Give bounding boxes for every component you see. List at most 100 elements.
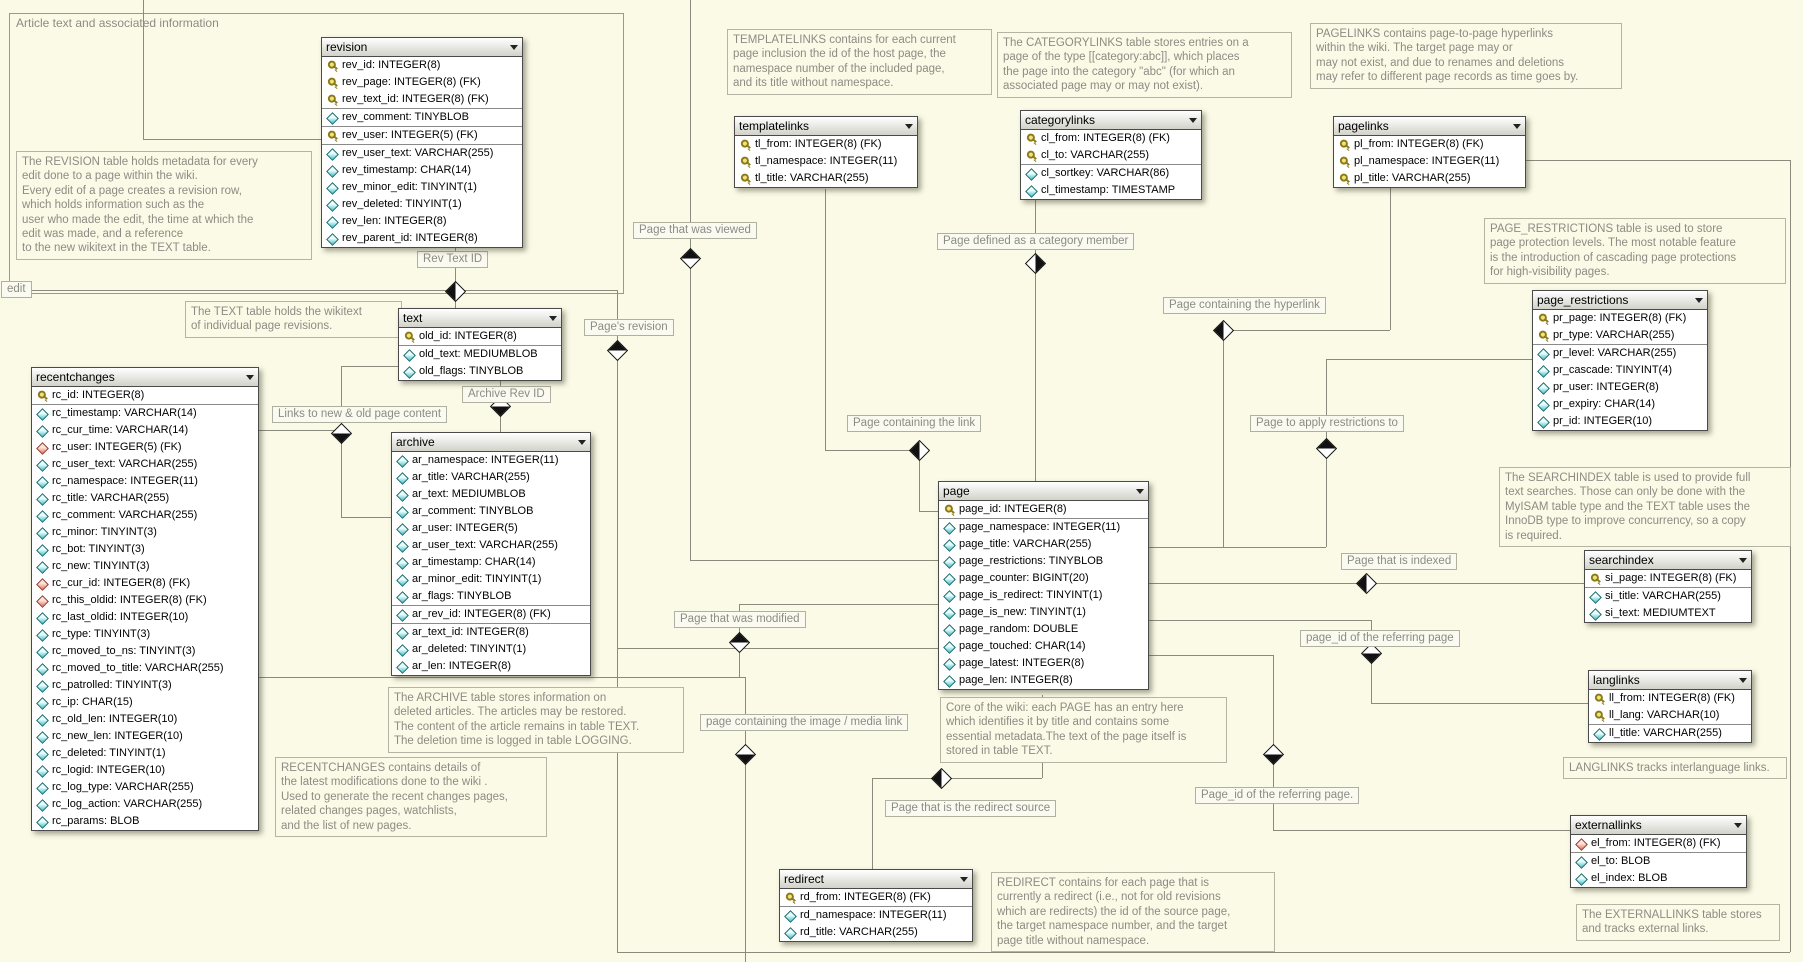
page-field-row[interactable]: page_restrictions: TINYBLOB: [939, 553, 1148, 570]
table-dropdown-icon[interactable]: [960, 876, 968, 882]
recentchanges-field-row[interactable]: rc_timestamp: VARCHAR(14): [32, 404, 258, 422]
page-field-row[interactable]: page_namespace: INTEGER(11): [939, 518, 1148, 536]
categorylinks-field-row[interactable]: cl_from: INTEGER(8) (FK): [1021, 130, 1201, 147]
archive-table-header[interactable]: archive: [392, 433, 590, 452]
recentchanges-field-row[interactable]: rc_minor: TINYINT(3): [32, 524, 258, 541]
page_restrictions-field-row[interactable]: pr_type: VARCHAR(255): [1533, 327, 1707, 344]
archive-field-row[interactable]: ar_minor_edit: TINYINT(1): [392, 571, 590, 588]
categorylinks-field-row[interactable]: cl_to: VARCHAR(255): [1021, 147, 1201, 164]
text-field-row[interactable]: old_flags: TINYBLOB: [399, 363, 561, 380]
recentchanges-field-row[interactable]: rc_patrolled: TINYINT(3): [32, 677, 258, 694]
langlinks-field-row[interactable]: ll_lang: VARCHAR(10): [1589, 707, 1751, 724]
table-dropdown-icon[interactable]: [1513, 123, 1521, 129]
templatelinks-table-header[interactable]: templatelinks: [735, 117, 917, 136]
recentchanges-table-header[interactable]: recentchanges: [32, 368, 258, 387]
templatelinks-field-row[interactable]: tl_from: INTEGER(8) (FK): [735, 136, 917, 153]
table-dropdown-icon[interactable]: [905, 123, 913, 129]
revision-field-row[interactable]: rev_comment: TINYBLOB: [322, 108, 522, 126]
table-dropdown-icon[interactable]: [1136, 488, 1144, 494]
page-field-row[interactable]: page_is_new: TINYINT(1): [939, 604, 1148, 621]
pagelinks-table-header[interactable]: pagelinks: [1334, 117, 1525, 136]
page-field-row[interactable]: page_is_redirect: TINYINT(1): [939, 587, 1148, 604]
redirect-field-row[interactable]: rd_from: INTEGER(8) (FK): [780, 889, 972, 906]
text-field-row[interactable]: old_text: MEDIUMBLOB: [399, 345, 561, 363]
page_restrictions-field-row[interactable]: pr_level: VARCHAR(255): [1533, 344, 1707, 362]
recentchanges-field-row[interactable]: rc_id: INTEGER(8): [32, 387, 258, 404]
page_restrictions-field-row[interactable]: pr_expiry: CHAR(14): [1533, 396, 1707, 413]
recentchanges-field-row[interactable]: rc_this_oldid: INTEGER(8) (FK): [32, 592, 258, 609]
archive-field-row[interactable]: ar_comment: TINYBLOB: [392, 503, 590, 520]
table-dropdown-icon[interactable]: [246, 374, 254, 380]
recentchanges-field-row[interactable]: rc_ip: CHAR(15): [32, 694, 258, 711]
page_restrictions-table-header[interactable]: page_restrictions: [1533, 291, 1707, 310]
page_restrictions-field-row[interactable]: pr_id: INTEGER(10): [1533, 413, 1707, 430]
revision-field-row[interactable]: rev_deleted: TINYINT(1): [322, 196, 522, 213]
revision-field-row[interactable]: rev_text_id: INTEGER(8) (FK): [322, 91, 522, 108]
revision-field-row[interactable]: rev_id: INTEGER(8): [322, 57, 522, 74]
recentchanges-field-row[interactable]: rc_log_type: VARCHAR(255): [32, 779, 258, 796]
text-field-row[interactable]: old_id: INTEGER(8): [399, 328, 561, 345]
revision-field-row[interactable]: rev_parent_id: INTEGER(8): [322, 230, 522, 247]
table-dropdown-icon[interactable]: [1739, 677, 1747, 683]
table-dropdown-icon[interactable]: [549, 315, 557, 321]
revision-field-row[interactable]: rev_user_text: VARCHAR(255): [322, 144, 522, 162]
page_restrictions-field-row[interactable]: pr_page: INTEGER(8) (FK): [1533, 310, 1707, 327]
page-field-row[interactable]: page_title: VARCHAR(255): [939, 536, 1148, 553]
table-dropdown-icon[interactable]: [510, 44, 518, 50]
recentchanges-field-row[interactable]: rc_log_action: VARCHAR(255): [32, 796, 258, 813]
revision-field-row[interactable]: rev_page: INTEGER(8) (FK): [322, 74, 522, 91]
recentchanges-field-row[interactable]: rc_user_text: VARCHAR(255): [32, 456, 258, 473]
searchindex-field-row[interactable]: si_page: INTEGER(8) (FK): [1585, 570, 1751, 587]
recentchanges-field-row[interactable]: rc_moved_to_title: VARCHAR(255): [32, 660, 258, 677]
page-field-row[interactable]: page_id: INTEGER(8): [939, 501, 1148, 518]
archive-field-row[interactable]: ar_text_id: INTEGER(8): [392, 623, 590, 641]
categorylinks-field-row[interactable]: cl_sortkey: VARCHAR(86): [1021, 164, 1201, 182]
recentchanges-field-row[interactable]: rc_last_oldid: INTEGER(10): [32, 609, 258, 626]
recentchanges-field-row[interactable]: rc_params: BLOB: [32, 813, 258, 830]
archive-field-row[interactable]: ar_timestamp: CHAR(14): [392, 554, 590, 571]
table-dropdown-icon[interactable]: [578, 439, 586, 445]
archive-field-row[interactable]: ar_len: INTEGER(8): [392, 658, 590, 675]
redirect-field-row[interactable]: rd_namespace: INTEGER(11): [780, 906, 972, 924]
recentchanges-field-row[interactable]: rc_logid: INTEGER(10): [32, 762, 258, 779]
recentchanges-field-row[interactable]: rc_new_len: INTEGER(10): [32, 728, 258, 745]
searchindex-field-row[interactable]: si_title: VARCHAR(255): [1585, 587, 1751, 605]
archive-field-row[interactable]: ar_rev_id: INTEGER(8) (FK): [392, 605, 590, 623]
categorylinks-table-header[interactable]: categorylinks: [1021, 111, 1201, 130]
revision-table-header[interactable]: revision: [322, 38, 522, 57]
recentchanges-field-row[interactable]: rc_moved_to_ns: TINYINT(3): [32, 643, 258, 660]
recentchanges-field-row[interactable]: rc_bot: TINYINT(3): [32, 541, 258, 558]
table-dropdown-icon[interactable]: [1695, 297, 1703, 303]
text-table-header[interactable]: text: [399, 309, 561, 328]
externallinks-field-row[interactable]: el_from: INTEGER(8) (FK): [1571, 835, 1746, 852]
pagelinks-field-row[interactable]: pl_namespace: INTEGER(11): [1334, 153, 1525, 170]
recentchanges-field-row[interactable]: rc_deleted: TINYINT(1): [32, 745, 258, 762]
recentchanges-field-row[interactable]: rc_title: VARCHAR(255): [32, 490, 258, 507]
redirect-table-header[interactable]: redirect: [780, 870, 972, 889]
recentchanges-field-row[interactable]: rc_type: TINYINT(3): [32, 626, 258, 643]
recentchanges-field-row[interactable]: rc_new: TINYINT(3): [32, 558, 258, 575]
pagelinks-field-row[interactable]: pl_from: INTEGER(8) (FK): [1334, 136, 1525, 153]
revision-field-row[interactable]: rev_len: INTEGER(8): [322, 213, 522, 230]
langlinks-field-row[interactable]: ll_title: VARCHAR(255): [1589, 724, 1751, 742]
recentchanges-field-row[interactable]: rc_namespace: INTEGER(11): [32, 473, 258, 490]
recentchanges-field-row[interactable]: rc_cur_time: VARCHAR(14): [32, 422, 258, 439]
recentchanges-field-row[interactable]: rc_old_len: INTEGER(10): [32, 711, 258, 728]
recentchanges-field-row[interactable]: rc_user: INTEGER(5) (FK): [32, 439, 258, 456]
templatelinks-field-row[interactable]: tl_title: VARCHAR(255): [735, 170, 917, 187]
archive-field-row[interactable]: ar_user: INTEGER(5): [392, 520, 590, 537]
externallinks-field-row[interactable]: el_index: BLOB: [1571, 870, 1746, 887]
table-dropdown-icon[interactable]: [1739, 557, 1747, 563]
templatelinks-field-row[interactable]: tl_namespace: INTEGER(11): [735, 153, 917, 170]
langlinks-table-header[interactable]: langlinks: [1589, 671, 1751, 690]
archive-field-row[interactable]: ar_user_text: VARCHAR(255): [392, 537, 590, 554]
page-field-row[interactable]: page_random: DOUBLE: [939, 621, 1148, 638]
